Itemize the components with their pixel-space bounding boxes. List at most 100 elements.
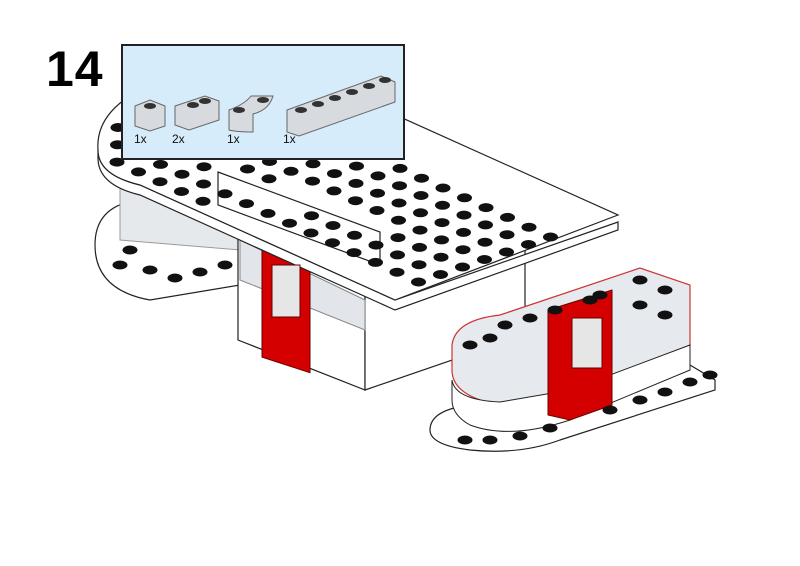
stud	[370, 188, 385, 198]
part-brick-1x6	[286, 75, 396, 137]
stud	[512, 431, 528, 441]
stud	[582, 295, 598, 305]
stud	[304, 211, 319, 221]
stud	[196, 179, 211, 189]
stud	[131, 167, 146, 177]
stud	[122, 245, 138, 255]
stud	[326, 186, 342, 196]
stud	[632, 300, 648, 310]
stud	[478, 220, 493, 230]
stud	[411, 277, 426, 287]
stud	[112, 260, 128, 270]
right-door-window	[571, 317, 603, 369]
stud	[682, 377, 698, 387]
parts-callout: 1x 2x 1x 1x	[121, 44, 405, 160]
stud	[392, 181, 407, 191]
stud	[153, 159, 168, 169]
stud	[477, 237, 493, 247]
stud	[192, 267, 208, 277]
stud	[282, 218, 297, 228]
stud	[657, 310, 673, 320]
stud	[522, 313, 538, 323]
stud	[702, 370, 718, 380]
stud	[392, 163, 408, 173]
stud	[174, 169, 190, 179]
stud	[174, 187, 189, 196]
stud	[433, 252, 449, 262]
stud	[433, 270, 448, 279]
stud	[482, 333, 498, 343]
stud	[632, 275, 648, 285]
stud	[391, 198, 407, 208]
part-brick-round-corner	[228, 95, 274, 133]
stud	[303, 228, 319, 238]
stud	[632, 395, 648, 405]
stud	[411, 260, 427, 270]
stud	[543, 232, 558, 242]
stud	[602, 405, 618, 415]
stud	[217, 189, 233, 199]
stud	[547, 305, 563, 315]
stud	[167, 273, 183, 283]
stud	[521, 240, 536, 249]
stud	[142, 265, 158, 275]
stud	[391, 215, 406, 225]
stud	[456, 210, 472, 220]
stud	[413, 191, 429, 200]
stud	[325, 221, 341, 230]
stud	[348, 196, 363, 206]
stud	[217, 260, 233, 270]
stud	[240, 164, 255, 174]
stud	[305, 159, 321, 169]
stud	[305, 176, 320, 186]
central-door-window	[271, 264, 301, 318]
stud	[500, 212, 515, 222]
stud	[455, 245, 471, 255]
part-brick-1x1	[134, 99, 166, 132]
stud	[368, 257, 383, 267]
stud	[457, 435, 473, 445]
step-number: 14	[46, 41, 104, 97]
stud	[462, 340, 478, 350]
stud	[455, 262, 470, 272]
stud	[434, 235, 449, 245]
stud	[592, 290, 608, 300]
stud	[109, 157, 125, 167]
stud	[657, 285, 673, 295]
stud	[348, 178, 364, 188]
stud	[368, 240, 384, 250]
stud	[412, 242, 427, 252]
stud	[390, 250, 405, 260]
stud	[261, 174, 277, 184]
stud	[196, 162, 212, 172]
stud	[434, 218, 450, 228]
part-qty: 1x	[227, 132, 240, 146]
stud	[152, 177, 168, 187]
stud	[413, 208, 428, 218]
right-white-walls	[451, 344, 691, 432]
stud	[499, 230, 515, 240]
stud	[346, 248, 362, 258]
stud	[239, 199, 254, 209]
studs-group	[109, 123, 718, 445]
stud	[390, 233, 406, 243]
part-qty: 1x	[283, 132, 296, 146]
stud	[349, 161, 364, 171]
stud	[327, 169, 342, 179]
part-qty: 1x	[134, 132, 147, 146]
stud	[521, 222, 537, 232]
stud	[435, 200, 450, 210]
stud	[499, 247, 514, 257]
stud	[412, 225, 428, 235]
stud	[657, 387, 673, 397]
stud	[478, 203, 494, 213]
stud	[435, 183, 451, 193]
stud	[414, 173, 429, 183]
stud	[389, 267, 405, 277]
stud	[369, 206, 385, 215]
stud	[477, 255, 492, 264]
stud	[347, 230, 362, 240]
stud	[497, 320, 513, 330]
stud	[260, 208, 276, 218]
